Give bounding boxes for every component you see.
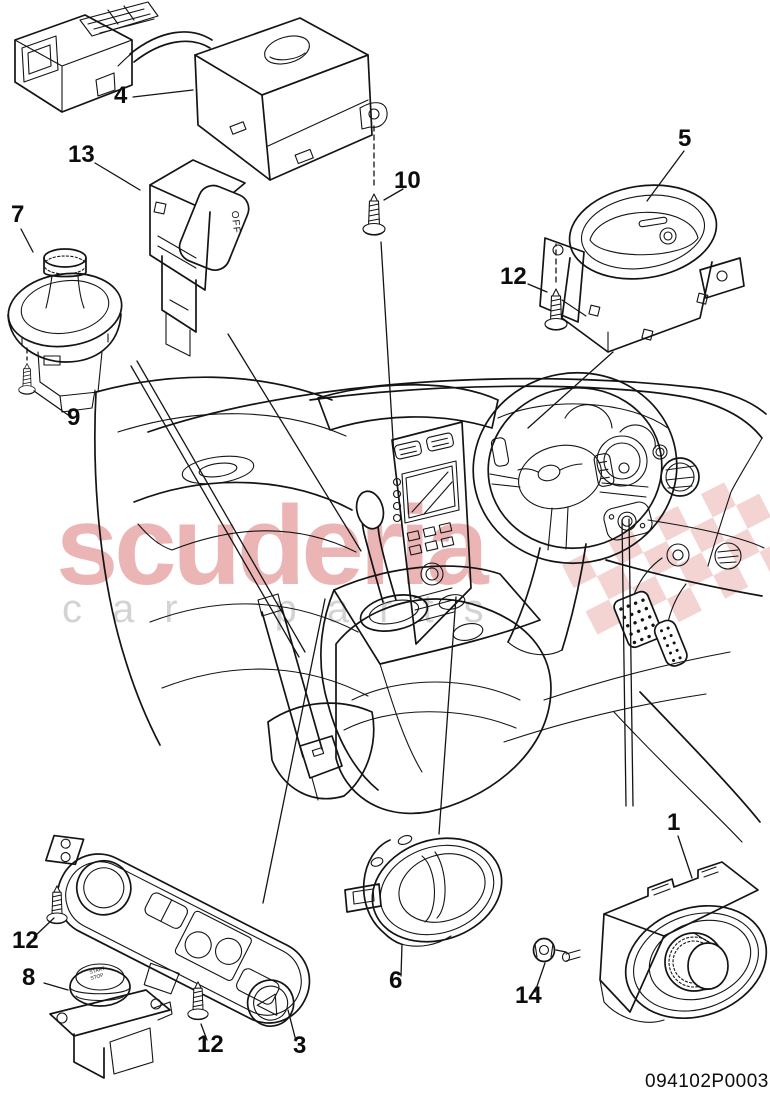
part-5-ignition-housing — [539, 184, 745, 353]
part-6-switch — [344, 834, 503, 947]
screw-9 — [18, 347, 36, 395]
callout-9[interactable]: 9 — [67, 404, 81, 431]
steering-wheel — [472, 371, 678, 656]
switch-mounting-plate — [603, 501, 653, 541]
callout-14[interactable]: 14 — [515, 982, 542, 1009]
callout-6[interactable]: 6 — [389, 967, 403, 994]
pedals — [613, 557, 688, 667]
callout-10[interactable]: 10 — [394, 167, 421, 194]
screw-10 — [362, 193, 386, 236]
callout-5[interactable]: 5 — [678, 125, 692, 152]
part-13-switch: OFF — [149, 159, 250, 357]
callout-8[interactable]: 8 — [22, 964, 36, 991]
part-8-switch: START STOP — [49, 963, 173, 1079]
part-1-headlight-switch — [561, 861, 768, 1023]
callout-1[interactable]: 1 — [667, 809, 681, 836]
round-vent — [660, 457, 700, 497]
callout-12-left[interactable]: 12 — [12, 927, 39, 954]
callout-13[interactable]: 13 — [68, 141, 95, 168]
callout-12-mid[interactable]: 12 — [197, 1031, 224, 1058]
seats — [267, 598, 552, 815]
switch13-off-label: OFF — [229, 210, 242, 234]
callout-4[interactable]: 4 — [114, 82, 128, 109]
center-stack — [391, 421, 472, 645]
part-3-switch-panel — [45, 834, 311, 1027]
callout-7[interactable]: 7 — [11, 201, 25, 228]
bentley-wings-icon — [517, 463, 583, 482]
floor-sill — [503, 651, 761, 843]
checkered-flag-icon — [562, 482, 770, 646]
part-number: 094102P0003 — [645, 1071, 769, 1092]
switch8-stop-label: STOP — [90, 972, 105, 982]
dashboard-illustration — [94, 371, 767, 843]
hazard-triangle-icon — [256, 993, 278, 1016]
part-14-nut — [532, 937, 556, 963]
part-4-control-unit — [194, 17, 388, 181]
right-dash — [596, 435, 765, 597]
callout-12-upper[interactable]: 12 — [500, 263, 527, 290]
switch8-start-label: START — [89, 966, 106, 976]
seat-belt — [257, 593, 343, 801]
screw-12-upper — [544, 243, 568, 331]
part-4-connector — [14, 1, 159, 113]
part-7-switch — [7, 248, 123, 413]
leader-lines — [20, 89, 693, 1042]
callout-3[interactable]: 3 — [293, 1032, 307, 1059]
screw-12-left — [46, 885, 68, 925]
part-4-cable — [117, 31, 213, 67]
center-console — [320, 490, 541, 791]
